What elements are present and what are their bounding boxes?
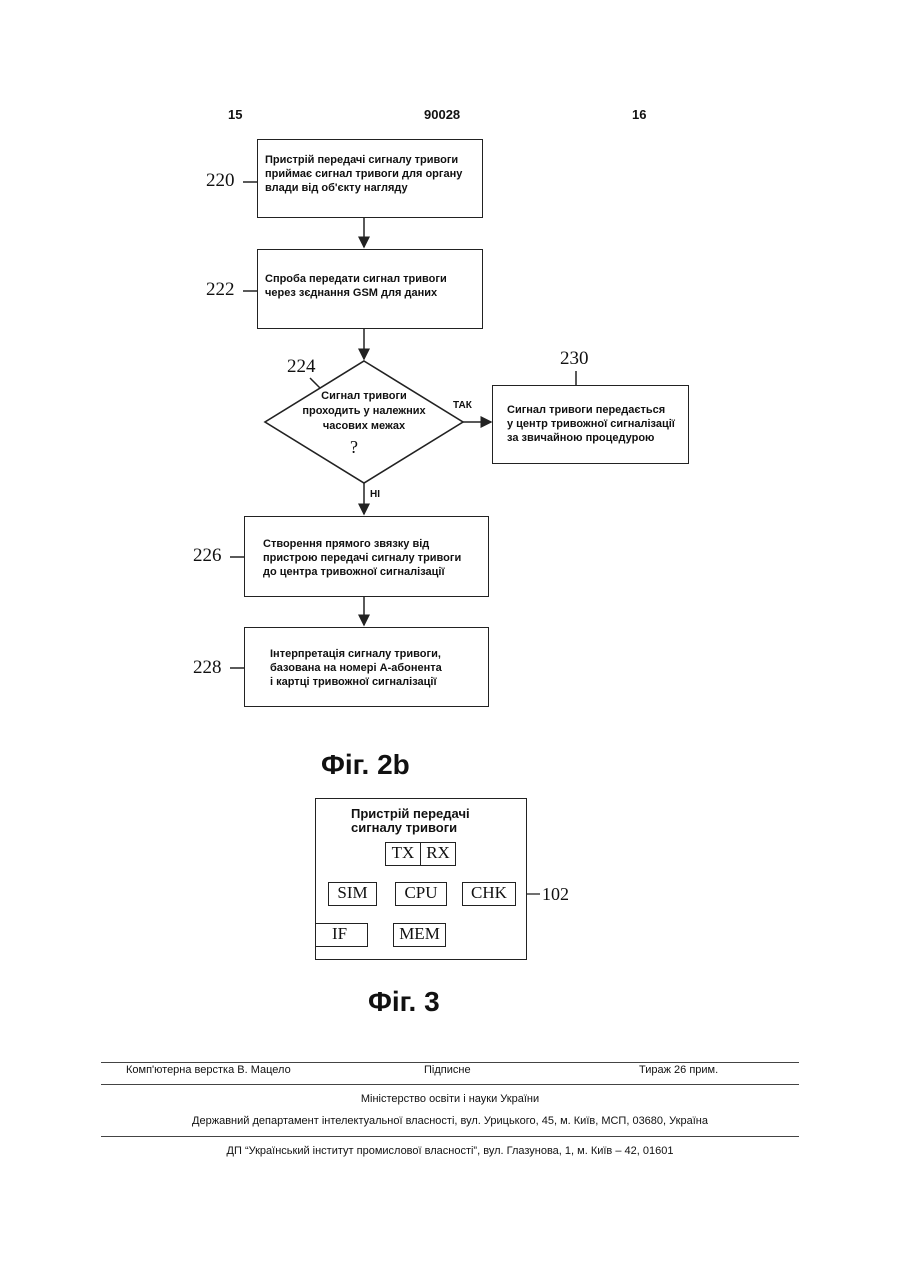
- footer-department: Державний департамент інтелектуальної вл…: [101, 1115, 799, 1127]
- footer-circulation: Тираж 26 прим.: [639, 1064, 718, 1076]
- ref-222: 222: [206, 279, 235, 301]
- block-mem: MEM: [393, 923, 446, 947]
- figure-3-caption: Фіг. 3: [368, 986, 440, 1018]
- footer-institute: ДП “Український інститут промислової вла…: [101, 1145, 799, 1157]
- block-rx: RX: [420, 842, 456, 866]
- ref-226: 226: [193, 545, 222, 567]
- figure-2b-caption: Фіг. 2b: [321, 749, 410, 781]
- footer-rule-3: [101, 1136, 799, 1137]
- device-title-line-1: Пристрій передачі: [351, 806, 470, 821]
- step-226-line-3: до центра тривожної сигналізації: [263, 565, 445, 579]
- ref-230: 230: [560, 348, 589, 370]
- ref-220: 220: [206, 170, 235, 192]
- block-sim: SIM: [328, 882, 377, 906]
- step-220-line-3: влади від об'єкту нагляду: [265, 181, 408, 195]
- no-label: НІ: [370, 489, 380, 500]
- decision-224-line-1: Сигнал тривоги: [264, 389, 464, 403]
- footer-layout-credit: Комп'ютерна верстка В. Мацело: [126, 1064, 291, 1076]
- block-cpu: CPU: [395, 882, 447, 906]
- step-228-line-3: і картці тривожної сигналізації: [270, 675, 437, 689]
- step-228-line-2: базована на номері А-абонента: [270, 661, 442, 675]
- leader-224: [310, 378, 320, 388]
- block-if: IF: [315, 923, 368, 947]
- ref-102: 102: [542, 884, 569, 905]
- box-step-226: Створення прямого звязку від пристрою пе…: [244, 516, 489, 597]
- footer-rule-2: [101, 1084, 799, 1085]
- step-220-line-2: приймає сигнал тривоги для органу: [265, 167, 462, 181]
- box-step-222: Спроба передати сигнал тривоги через зєд…: [257, 249, 483, 329]
- footer-rule-1: [101, 1062, 799, 1063]
- step-222-line-1: Спроба передати сигнал тривоги: [265, 272, 447, 286]
- box-step-230: Сигнал тривоги передається у центр триво…: [492, 385, 689, 464]
- footer-signed: Підписне: [424, 1064, 471, 1076]
- ref-228: 228: [193, 657, 222, 679]
- device-title-line-2: сигналу тривоги: [351, 820, 457, 835]
- step-230-line-2: у центр тривожної сигналізації: [507, 417, 675, 431]
- step-230-line-3: за звичайною процедурою: [507, 431, 654, 445]
- block-chk: CHK: [462, 882, 516, 906]
- step-228-line-1: Інтерпретація сигналу тривоги,: [270, 647, 441, 661]
- decision-question-mark: ?: [350, 437, 358, 458]
- block-tx: TX: [385, 842, 421, 866]
- yes-label: ТАК: [453, 400, 472, 411]
- box-step-228: Інтерпретація сигналу тривоги, базована …: [244, 627, 489, 707]
- step-226-line-1: Створення прямого звязку від: [263, 537, 429, 551]
- step-226-line-2: пристрою передачі сигналу тривоги: [263, 551, 461, 565]
- box-step-220: Пристрій передачі сигналу тривоги прийма…: [257, 139, 483, 218]
- ref-224: 224: [287, 356, 316, 378]
- footer-ministry: Міністерство освіти і науки України: [101, 1093, 799, 1105]
- decision-224-line-3: часових межах: [264, 419, 464, 433]
- step-222-line-2: через зєднання GSM для даних: [265, 286, 437, 300]
- step-220-line-1: Пристрій передачі сигналу тривоги: [265, 153, 458, 167]
- step-230-line-1: Сигнал тривоги передається: [507, 403, 665, 417]
- decision-224-line-2: проходить у належних: [264, 404, 464, 418]
